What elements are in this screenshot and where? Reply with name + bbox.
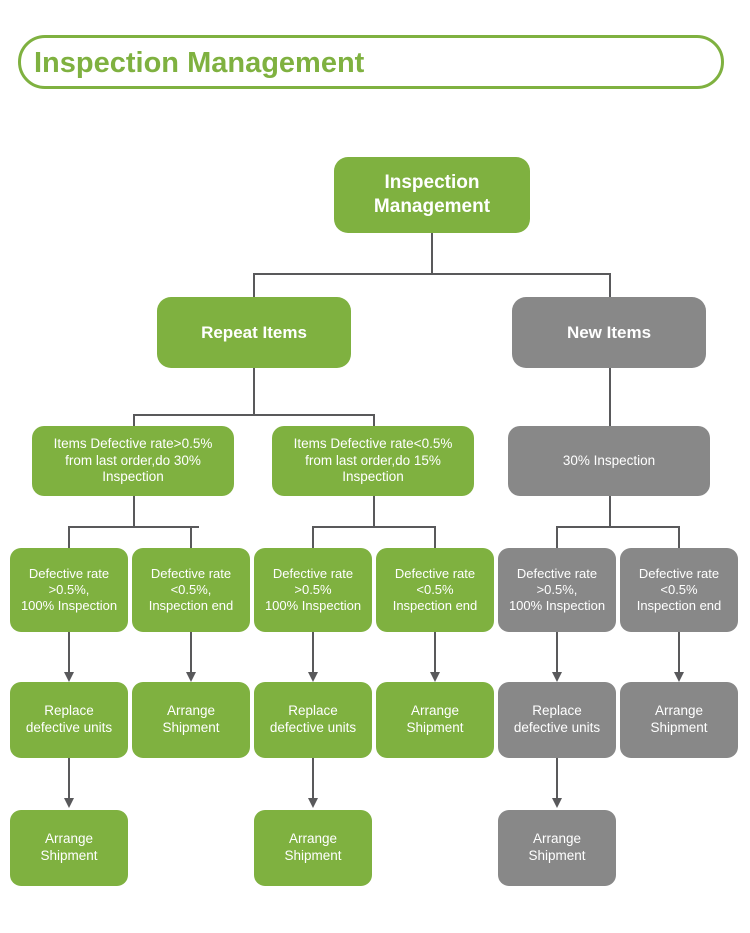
arrow-replace-1-to-final-1 [64,758,74,808]
connector-repeat-low-down [373,496,375,527]
connector-level3-bus-left [133,414,374,416]
node-arrange-shipment-3[interactable]: Arrange Shipment [620,682,738,758]
node-label: New Items [566,322,652,342]
node-label: Repeat Items [201,322,307,342]
connector-new-items-down [609,368,611,426]
connector-level4-bus-2 [312,526,435,528]
connector-to-r2-high [312,526,314,548]
node-label: Defective rate <0.5% Inspection end [636,565,722,614]
node-label: Arrange Shipment [162,703,220,735]
connector-to-new-items [609,273,611,297]
arrow-r2-low-to-arrange-2 [430,632,440,682]
node-inspection-management[interactable]: Inspection Management [334,157,530,233]
node-label: Arrange Shipment [284,831,342,863]
node-new-items-inspection[interactable]: 30% Inspection [508,426,710,496]
connector-to-r3-high [556,526,558,548]
arrow-r1-low-to-arrange-1 [186,632,196,682]
node-label: Replace defective units [25,703,113,735]
node-replace-defective-units-2[interactable]: Replace defective units [254,682,372,758]
node-final-arrange-shipment-1[interactable]: Arrange Shipment [10,810,128,886]
node-label: Arrange Shipment [528,831,586,863]
node-label: Replace defective units [513,703,601,735]
connector-to-repeat-low [373,414,375,426]
connector-to-r3-low [678,526,680,548]
arrow-r3-low-to-arrange-3 [674,632,684,682]
arrow-r3-high-to-replace-3 [552,632,562,682]
connector-to-r1-low [190,526,192,548]
arrow-replace-2-to-final-2 [308,758,318,808]
node-replace-defective-units-1[interactable]: Replace defective units [10,682,128,758]
connector-repeat-items-down [253,368,255,415]
node-repeat-high-rate[interactable]: Items Defective rate>0.5% from last orde… [32,426,234,496]
node-replace-defective-units-3[interactable]: Replace defective units [498,682,616,758]
arrow-replace-3-to-final-3 [552,758,562,808]
node-label: Arrange Shipment [40,831,98,863]
arrow-r2-high-to-replace-2 [308,632,318,682]
connector-level2-bus [253,273,610,275]
node-r2-defective-high[interactable]: Defective rate >0.5% 100% Inspection [254,548,372,632]
node-label: Arrange Shipment [650,703,708,735]
header-frame [18,35,724,89]
arrow-r1-high-to-replace-1 [64,632,74,682]
node-repeat-items[interactable]: Repeat Items [157,297,351,368]
connector-level4-bus-1 [68,526,199,528]
page-title: Inspection Management [34,47,365,79]
node-label: Defective rate >0.5%, 100% Inspection [20,565,118,614]
connector-to-r2-low [434,526,436,548]
connector-to-r1-high [68,526,70,548]
node-label: Defective rate <0.5% Inspection end [392,565,478,614]
node-new-items[interactable]: New Items [512,297,706,368]
node-arrange-shipment-1[interactable]: Arrange Shipment [132,682,250,758]
node-r3-defective-high[interactable]: Defective rate >0.5%, 100% Inspection [498,548,616,632]
node-label: Items Defective rate>0.5% from last orde… [53,435,213,485]
connector-level4-bus-3 [556,526,679,528]
node-label: Defective rate >0.5% 100% Inspection [264,565,362,614]
connector-to-repeat-items [253,273,255,297]
connector-repeat-high-down [133,496,135,527]
node-arrange-shipment-2[interactable]: Arrange Shipment [376,682,494,758]
node-label: 30% Inspection [562,452,656,468]
node-r1-defective-low[interactable]: Defective rate <0.5%, Inspection end [132,548,250,632]
node-label: Arrange Shipment [406,703,464,735]
node-label: Items Defective rate<0.5% from last orde… [293,435,453,485]
node-final-arrange-shipment-2[interactable]: Arrange Shipment [254,810,372,886]
connector-root-down [431,233,433,274]
node-label: Replace defective units [269,703,357,735]
node-r2-defective-low[interactable]: Defective rate <0.5% Inspection end [376,548,494,632]
connector-new-inspection-down [609,496,611,527]
node-final-arrange-shipment-3[interactable]: Arrange Shipment [498,810,616,886]
node-r3-defective-low[interactable]: Defective rate <0.5% Inspection end [620,548,738,632]
node-r1-defective-high[interactable]: Defective rate >0.5%, 100% Inspection [10,548,128,632]
node-label: Defective rate <0.5%, Inspection end [148,565,234,614]
node-label: Inspection Management [373,172,491,217]
connector-to-repeat-high [133,414,135,426]
node-repeat-low-rate[interactable]: Items Defective rate<0.5% from last orde… [272,426,474,496]
node-label: Defective rate >0.5%, 100% Inspection [508,565,606,614]
